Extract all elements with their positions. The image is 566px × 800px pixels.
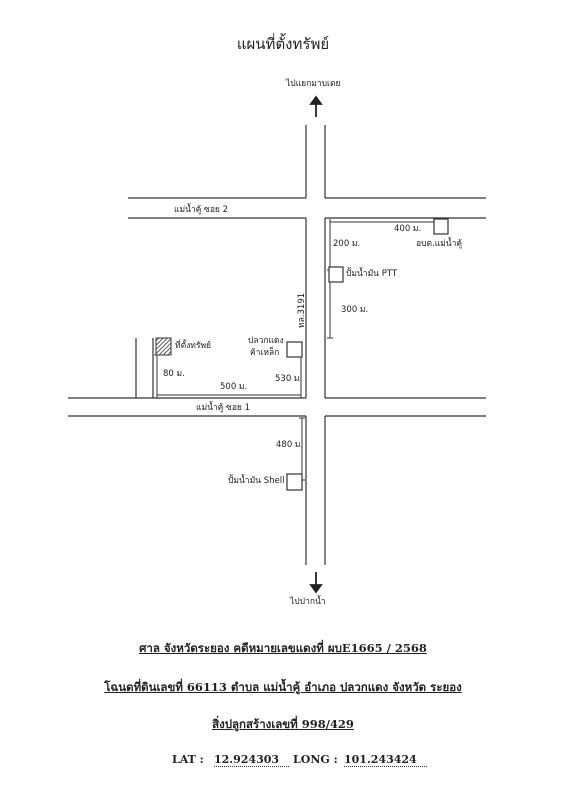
- distance-500: 500 ม.: [220, 382, 248, 392]
- property-marker: [155, 337, 172, 356]
- shop-label-line2: ค้าเหล็ก: [250, 348, 280, 358]
- long-label: LONG :: [293, 753, 338, 766]
- court-case-line: ศาล จังหวัดระยอง คดีหมายเลขแดงที่ ผบE166…: [139, 641, 427, 655]
- south-arrow-icon: [309, 572, 323, 594]
- lat-value: 12.924303: [214, 754, 290, 767]
- distance-400: 400 ม.: [394, 224, 422, 234]
- south-direction-label: ไปปากน้ำ: [290, 597, 326, 607]
- distance-530: 530 ม.: [275, 374, 303, 384]
- distance-200: 200 ม.: [333, 239, 361, 249]
- shell-station-marker: [286, 473, 303, 491]
- north-direction-label: ไปแยกมาบเตย: [286, 79, 341, 89]
- shell-label: ปั้มน้ำมัน Shell: [228, 476, 285, 486]
- shop-label-line1: ปลวกแดง: [248, 336, 284, 346]
- highway-label: ทล.3191: [297, 292, 307, 328]
- ptt-station-marker: [328, 266, 344, 283]
- building-number-line: สิ่งปลูกสร้างเลขที่ 998/429: [212, 717, 354, 731]
- long-value: 101.243424: [344, 754, 427, 767]
- obt-building-marker: [433, 218, 449, 235]
- soi2-label: แม่น้ำคู้ ซอย 2: [174, 205, 229, 215]
- lat-label: LAT :: [172, 753, 204, 766]
- north-arrow-icon: [309, 95, 323, 117]
- property-label: ที่ตั้งทรัพย์: [175, 341, 212, 351]
- shop-marker: [286, 341, 303, 358]
- distance-300: 300 ม.: [341, 305, 369, 315]
- road-lines: [68, 125, 486, 565]
- obt-label: อบต.แม่น้ำคู้: [416, 239, 463, 249]
- soi1-label: แม่น้ำคู้ ซอย 1: [196, 403, 251, 413]
- distance-480: 480 ม.: [276, 440, 304, 450]
- distance-80: 80 ม.: [163, 369, 185, 379]
- ptt-label: ปั้มน้ำมัน PTT: [346, 269, 398, 279]
- land-deed-line: โฉนดที่ดินเลขที่ 66113 ตำบล แม่น้ำคู้ อำ…: [104, 680, 462, 694]
- page-title: แผนที่ตั้งทรัพย์: [236, 35, 330, 53]
